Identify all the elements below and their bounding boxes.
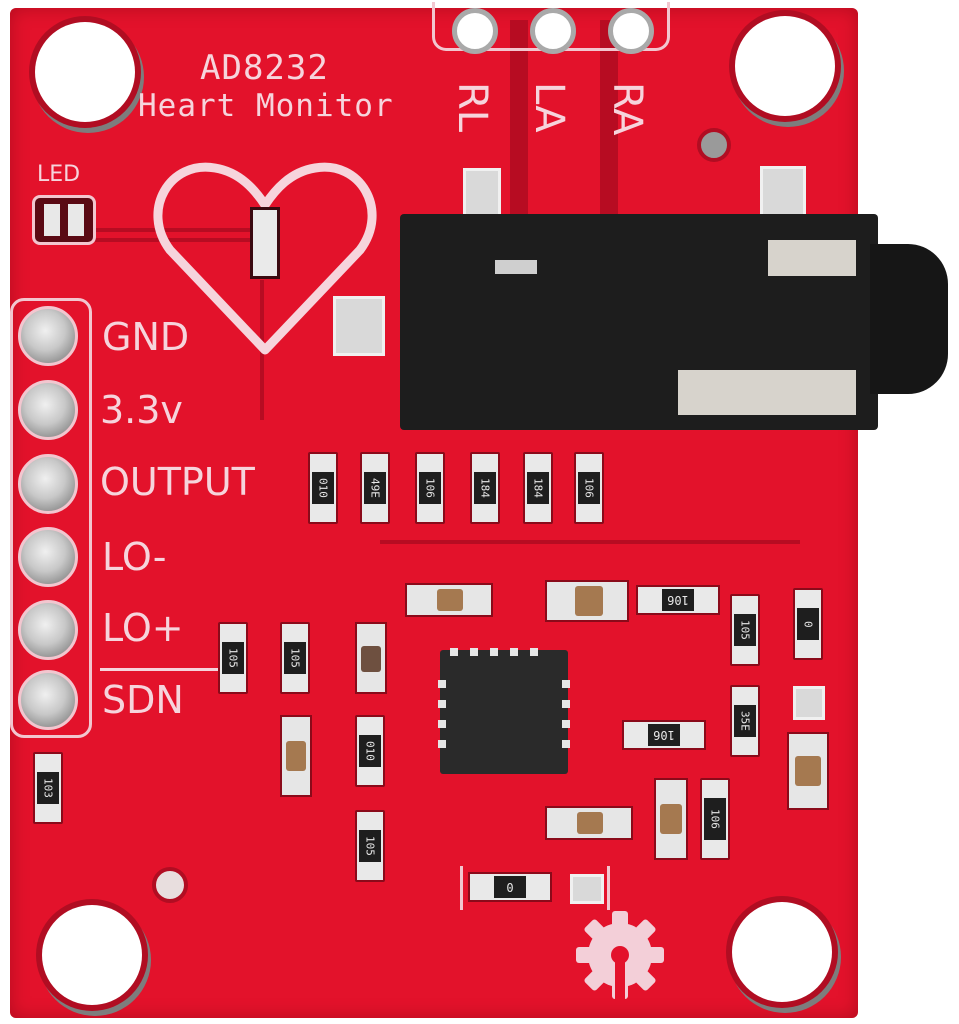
mounting-hole-top-left [35, 22, 135, 122]
header-pin-lo-minus [18, 527, 78, 587]
via-hole [697, 128, 731, 162]
led-pad-contact [68, 204, 84, 236]
pcb-trace [380, 540, 800, 544]
pcb-trace [510, 20, 528, 220]
pcb-trace [95, 238, 255, 242]
led-pad [32, 195, 96, 245]
led-label: LED [37, 162, 81, 187]
resistor: 106 [574, 452, 604, 524]
pin-label-gnd: GND [102, 315, 190, 359]
electrode-pin-rl [452, 8, 498, 54]
mounting-hole-bottom-left [42, 905, 142, 1005]
resistor: 106 [636, 585, 720, 615]
heart-icon [153, 162, 377, 355]
pcb-trace [100, 668, 220, 671]
electrode-pin-ra [608, 8, 654, 54]
resistor: 010 [308, 452, 338, 524]
open-hardware-gear-icon [576, 911, 664, 1000]
jack-contact [768, 240, 856, 276]
resistor: 105 [218, 622, 248, 694]
resistor: 184 [470, 452, 500, 524]
pin-label-lo-plus: LO+ [102, 606, 184, 650]
capacitor [654, 778, 688, 860]
pcb-trace [600, 20, 618, 220]
resistor: 103 [33, 752, 63, 824]
pcb-trace [95, 228, 255, 232]
pin-label-lo-minus: LO- [102, 535, 167, 579]
pin-label-3v3: 3.3v [100, 388, 183, 432]
jack-contact [495, 260, 537, 274]
jack-contact [678, 370, 856, 415]
resistor: 0 [793, 588, 823, 660]
resistor: 184 [523, 452, 553, 524]
label-la: LA [526, 82, 572, 133]
header-pin-gnd [18, 306, 78, 366]
heart-led [250, 207, 280, 279]
capacitor [355, 622, 387, 694]
header-pin-sdn [18, 670, 78, 730]
pin-label-output: OUTPUT [100, 460, 255, 504]
jack-pad [463, 168, 501, 218]
capacitor [545, 580, 629, 622]
resistor: 106 [622, 720, 706, 750]
via-hole [152, 867, 188, 903]
component-outline [460, 866, 610, 910]
resistor: 0 [468, 872, 552, 902]
capacitor [405, 583, 493, 617]
resistor: 105 [730, 594, 760, 666]
resistor: 105 [355, 810, 385, 882]
pin-label-sdn: SDN [102, 678, 184, 722]
resistor: 105 [280, 622, 310, 694]
audio-jack-socket [870, 244, 948, 394]
capacitor [787, 732, 829, 810]
resistor: 106 [700, 778, 730, 860]
resistor: 35E [730, 685, 760, 757]
capacitor [280, 715, 312, 797]
led-pad-contact [44, 204, 60, 236]
label-ra: RA [604, 82, 650, 136]
header-pin-3v3 [18, 380, 78, 440]
label-rl: RL [449, 82, 495, 133]
resistor: 106 [415, 452, 445, 524]
jack-pad [333, 296, 385, 356]
resistor: 49E [360, 452, 390, 524]
pad [793, 686, 825, 720]
resistor: 010 [355, 715, 385, 787]
mounting-hole-top-right [735, 16, 835, 116]
electrode-pin-la [530, 8, 576, 54]
header-pin-lo-plus [18, 600, 78, 660]
header-pin-output [18, 454, 78, 514]
header-pin-outline [10, 298, 92, 738]
mounting-hole-bottom-right [732, 902, 832, 1002]
board-title: AD8232 [200, 48, 329, 88]
ad8232-chip [438, 648, 570, 774]
pad [570, 874, 604, 904]
board-subtitle: Heart Monitor [138, 88, 394, 124]
capacitor [545, 806, 633, 840]
